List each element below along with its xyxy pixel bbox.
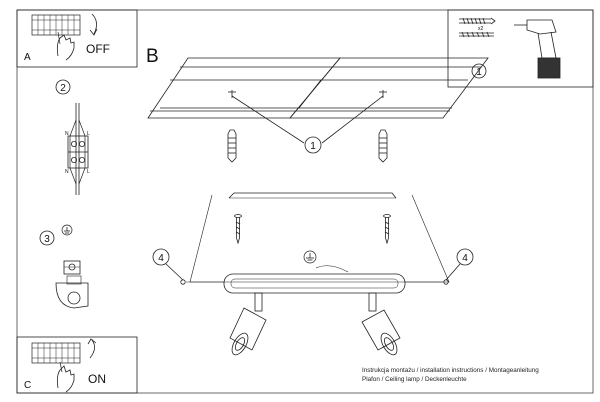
callout-1-leader-right (321, 95, 384, 144)
wire-label-n: N (65, 169, 69, 175)
lamp-bar-inner (230, 278, 399, 289)
ceiling-panel-left (147, 57, 341, 119)
lamp-bar (223, 273, 406, 294)
drill-icon (514, 19, 561, 79)
callout-4-number-left: 4 (158, 253, 164, 264)
step-3-circle (39, 230, 55, 246)
panel-a-frame (16, 9, 138, 68)
callout-4-leader-right (445, 263, 461, 281)
panel-a-letter: A (24, 52, 31, 63)
earth-wire (315, 265, 349, 273)
terminal-block-icon (67, 103, 89, 195)
panel-c-frame (16, 336, 138, 394)
screw-icon (383, 214, 391, 245)
cable-clamp-icon (55, 260, 89, 309)
panel-c-letter: C (24, 380, 31, 391)
wire-label-l: L (87, 169, 90, 175)
callout-1-number: 1 (310, 141, 316, 152)
spotlight-left (229, 292, 267, 356)
caption-line-1: Instrukcja montażu / installation instru… (362, 367, 539, 374)
breaker-box-icon (31, 14, 81, 36)
callout-1-circle (304, 136, 322, 154)
panel-a-off-label: OFF (86, 42, 110, 56)
mounting-bracket (228, 192, 397, 199)
spotlight-right (361, 292, 401, 356)
sheet-border (16, 9, 594, 394)
wall-plug-icon (378, 129, 388, 163)
ceiling-panel-right (289, 57, 489, 119)
callout-4-number-right: 4 (462, 253, 468, 264)
on-arrowhead-icon (87, 338, 97, 345)
tools-callout-1-circle (471, 63, 487, 79)
callout-4-circle-right (456, 248, 474, 266)
earth-symbol-icon (61, 224, 73, 236)
breaker-box-icon (31, 342, 81, 364)
mounting-plane (189, 194, 450, 283)
off-arrowhead-icon (89, 28, 98, 36)
callout-4-circle-left (152, 248, 170, 266)
step-2-circle (55, 79, 71, 95)
earth-symbol-icon (303, 250, 317, 264)
hand-switch-icon (56, 361, 75, 393)
callout-4-leader-left (165, 263, 184, 281)
dowel-quantity: x2 (478, 26, 484, 32)
side-screw-head-left (180, 279, 186, 285)
dowel-screw-icon (459, 17, 496, 38)
hand-switch-icon (56, 31, 75, 61)
screw-icon (234, 214, 242, 245)
callout-1-leader-left (231, 95, 305, 144)
step-3-number: 3 (44, 234, 50, 245)
panel-b-letter: B (146, 46, 159, 67)
wire-label-n: N (65, 131, 69, 137)
on-arrow-icon (89, 339, 95, 359)
off-arrow-icon (91, 13, 97, 35)
panel-c-on-label: ON (88, 372, 106, 386)
wall-plug-icon (227, 129, 237, 163)
caption-line-2: Plafon / Ceiling lamp / Deckenleuchte (362, 376, 467, 383)
tools-callout-1-number: 1 (476, 67, 482, 78)
wire-label-l: L (87, 131, 90, 137)
step-2-number: 2 (60, 83, 66, 94)
tools-frame (447, 9, 594, 88)
